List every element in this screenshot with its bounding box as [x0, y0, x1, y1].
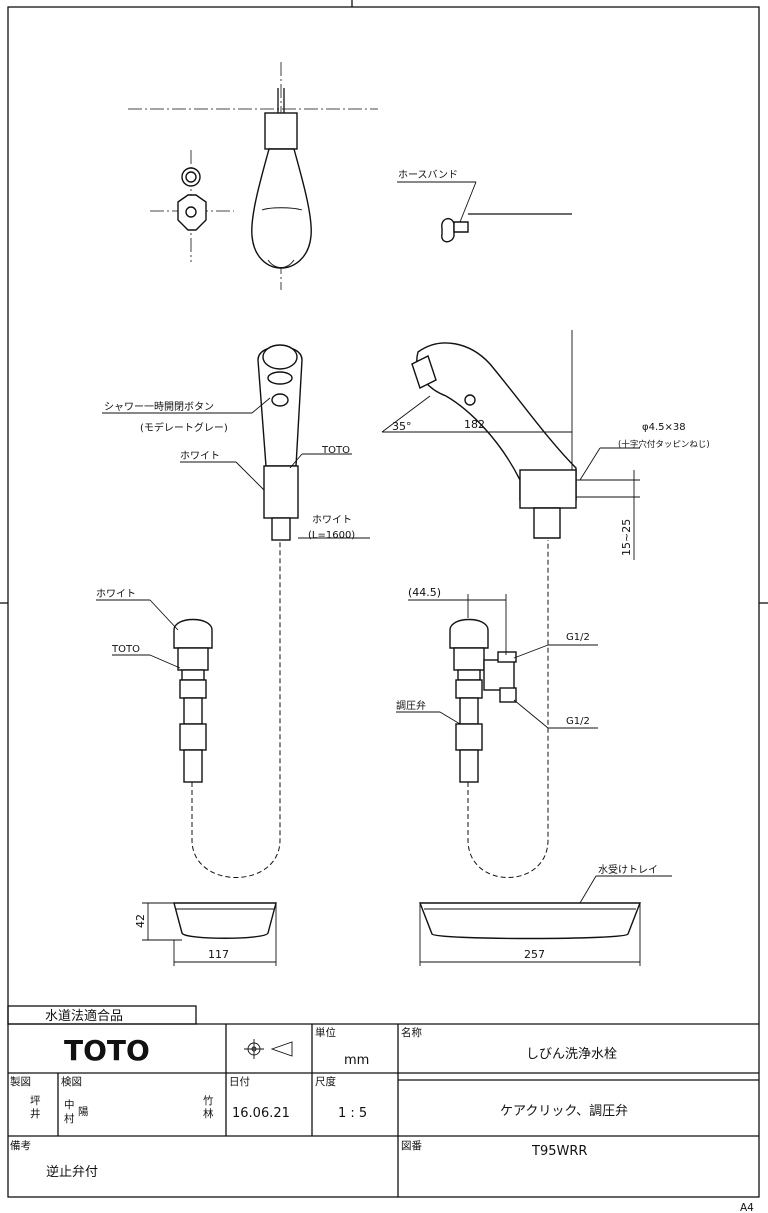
spout-front-view	[251, 88, 312, 269]
label-pressure-valve: 調圧弁	[396, 699, 426, 712]
label-hose-band: ホースバンド	[398, 169, 458, 181]
compliance-text: 水道法適合品	[45, 1008, 123, 1024]
label-thread-1: G1/2	[566, 632, 590, 643]
name-label: 名称	[401, 1026, 422, 1039]
dim-angle: 35°	[392, 420, 412, 433]
label-water-tray: 水受けトレイ	[598, 864, 658, 876]
scale-label: 尺度	[315, 1075, 336, 1088]
paper-size: A4	[740, 1202, 754, 1213]
dim-15-25: 15~25	[620, 519, 633, 556]
date-label: 日付	[229, 1075, 250, 1088]
label-shower-button-color: (モデレートグレー)	[140, 421, 228, 434]
label-shower-button: シャワー一時開閉ボタン	[104, 401, 214, 413]
approval-stamp: 陽	[78, 1106, 89, 1118]
label-toto-1: TOTO	[321, 445, 350, 456]
dim-117: 117	[208, 948, 229, 961]
label-toto-2: TOTO	[111, 644, 140, 655]
drawing-no: T95WRR	[531, 1144, 587, 1159]
scale-value: 1 : 5	[338, 1106, 367, 1121]
dim-tray-height: 42	[134, 914, 147, 928]
remarks-label: 備考	[10, 1139, 31, 1152]
label-white-1: ホワイト	[180, 450, 220, 462]
hose-loop-left	[191, 540, 281, 878]
label-screw-note: (十字穴付タッピンねじ)	[618, 439, 710, 450]
title-block: 水道法適合品 TOTO 単位 mm 名称 しびん洗浄水栓 製図 坪 井 検図 中…	[7, 1005, 759, 1213]
label-screw: φ4.5×38	[642, 422, 686, 433]
checked-by-2b: 林	[203, 1107, 214, 1120]
shower-head-front	[257, 344, 303, 541]
valve-right	[449, 618, 517, 783]
tray-large	[418, 875, 672, 966]
shower-head-side	[381, 342, 577, 539]
valve-top-view	[150, 150, 234, 262]
checked-label: 検図	[61, 1075, 82, 1088]
label-thread-2: G1/2	[566, 716, 590, 727]
hose-band-shape	[397, 181, 572, 243]
unit-label: 単位	[315, 1026, 336, 1039]
valve-assemblies	[96, 540, 598, 878]
hose-loop-right	[467, 540, 549, 878]
valve-left	[173, 618, 213, 783]
feature-text: ケアクリック、調圧弁	[500, 1104, 628, 1119]
checked-by-1b: 村	[64, 1112, 75, 1125]
sheet-border	[7, 6, 760, 1198]
label-white-2: ホワイト	[96, 588, 136, 600]
dim-257: 257	[524, 948, 545, 961]
date-value: 16.06.21	[232, 1106, 290, 1121]
drawn-label: 製図	[10, 1075, 31, 1088]
tray-small	[142, 902, 277, 966]
remarks-value: 逆止弁付	[46, 1164, 98, 1180]
checked-by-1a: 中	[64, 1098, 75, 1111]
checked-by-2a: 竹	[203, 1094, 214, 1107]
label-white-hose: ホワイト	[312, 514, 352, 526]
drawn-by-1: 坪	[30, 1094, 41, 1107]
label-hose-length: (L=1600)	[308, 530, 355, 541]
drawing-no-label: 図番	[401, 1140, 422, 1152]
drawn-by-2: 井	[30, 1107, 41, 1120]
unit-value: mm	[344, 1053, 369, 1068]
shower-head-views	[257, 330, 640, 560]
top-view-group	[128, 62, 572, 290]
dim-182: 182	[464, 418, 485, 431]
product-name: しびん洗浄水栓	[526, 1047, 617, 1062]
brand-logo: TOTO	[64, 1034, 150, 1067]
dim-44-5: (44.5)	[408, 586, 441, 599]
